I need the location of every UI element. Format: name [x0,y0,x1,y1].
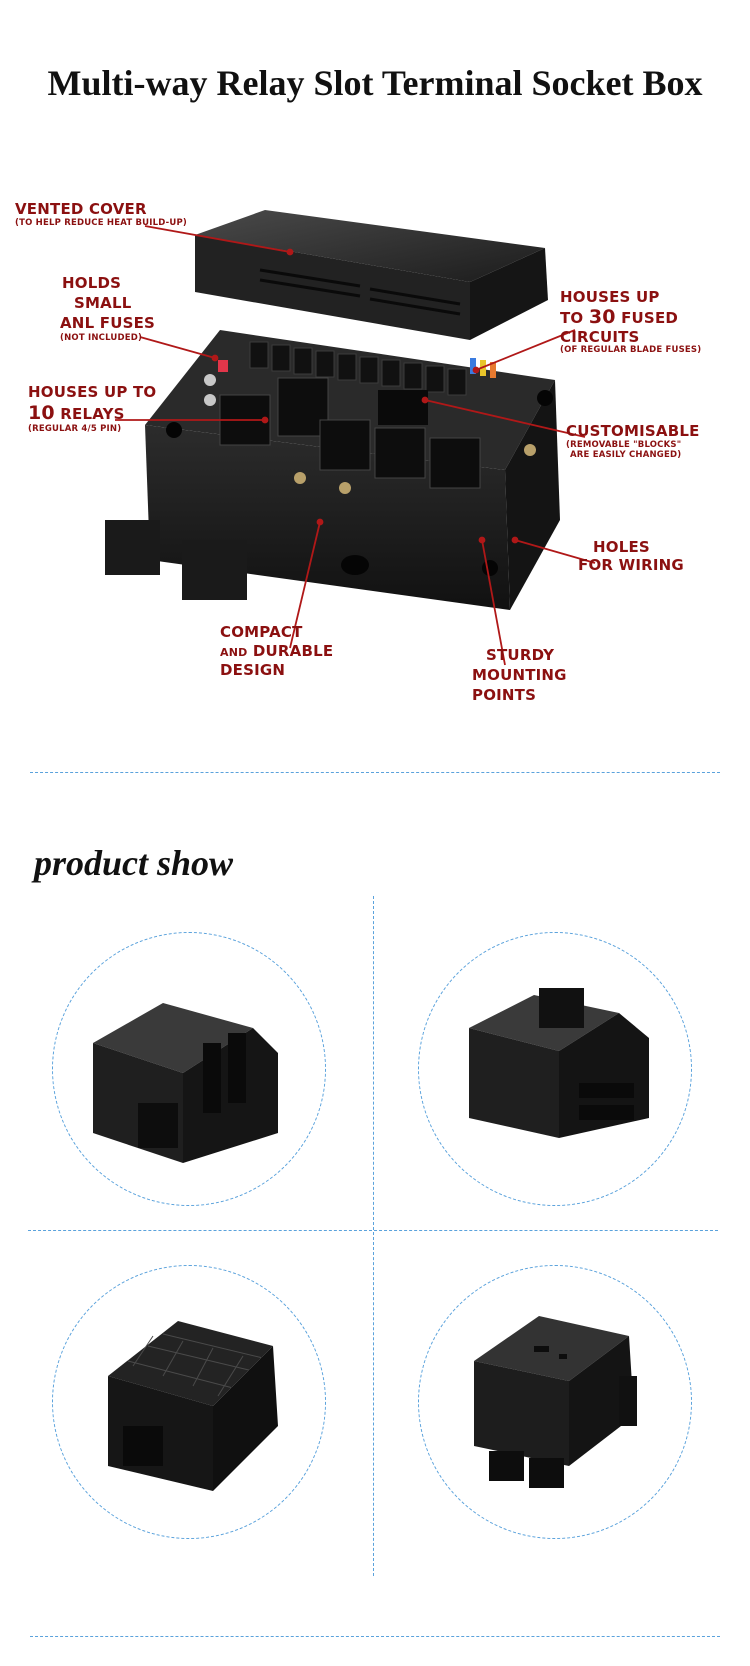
relay-box-image [105,210,596,666]
section-title: product show [34,843,234,883]
callout-customisable-sub2: are easily changed) [570,449,682,460]
product-photo-1 [52,932,326,1206]
callout-holds-line3: ANL fuses [60,313,156,332]
grid-divider-horizontal [28,1230,718,1231]
callout-holds-line2: small [74,293,132,312]
product-photo-4 [418,1265,692,1539]
callout-mounting: Sturdy mounting points [472,646,567,704]
callout-houses-relays: Houses up to 10 relays (Regular 4/5 pin) [28,383,157,434]
callout-holes-line1: Holes [593,538,650,556]
callout-mounting-line3: points [472,685,537,704]
callout-customisable-main: Customisable [566,422,700,440]
product-photo-3 [52,1265,326,1539]
product-photo-2 [418,932,692,1206]
grid-divider-vertical [373,896,374,1576]
page-title: Multi-way Relay Slot Terminal Socket Box [47,63,703,103]
callout-holds-sub: (Not included) [60,333,143,344]
callout-circuits-count: 30 [588,305,616,328]
callout-compact-and: and [220,645,248,659]
callout-mounting-line1: Sturdy [486,646,555,664]
callout-holes-line2: for wiring [578,555,684,574]
callout-vented-cover-main: Vented cover [15,200,147,218]
callout-vented-cover: Vented cover (To help reduce heat build-… [15,200,188,228]
callout-circuits-line3: circuits [560,327,640,346]
callout-circuits-line1: Houses up [560,288,660,306]
callout-houses-circuits: Houses up to 30 fused circuits (of regul… [560,288,702,356]
callout-vented-cover-sub: (To help reduce heat build-up) [15,217,188,228]
callout-relays-line1: Houses up to [28,383,157,401]
callout-circuits-to: to [560,308,584,327]
callout-circuits-fused: fused [621,308,679,327]
callout-relays-count: 10 [28,401,55,424]
callout-compact-line2: durable [252,641,334,660]
callout-relays-line2: relays [60,404,125,423]
callout-relays-sub: (Regular 4/5 pin) [28,423,122,434]
callout-holds-fuses: Holds small ANL fuses (Not included) [60,274,156,344]
callout-holes-wiring: Holes for wiring [578,538,684,574]
callout-compact-line3: design [220,660,286,679]
separator-top [30,772,720,773]
callout-compact: Compact and durable design [220,623,334,679]
callout-customisable: Customisable (Removable "blocks" are eas… [566,422,700,460]
callout-holds-line1: Holds [62,274,122,292]
separator-bottom [30,1636,720,1637]
callout-circuits-sub: (of regular blade fuses) [560,345,702,356]
callout-customisable-sub1: (Removable "blocks" [566,439,682,450]
callout-compact-line1: Compact [220,623,303,641]
callout-mounting-line2: mounting [472,665,567,684]
